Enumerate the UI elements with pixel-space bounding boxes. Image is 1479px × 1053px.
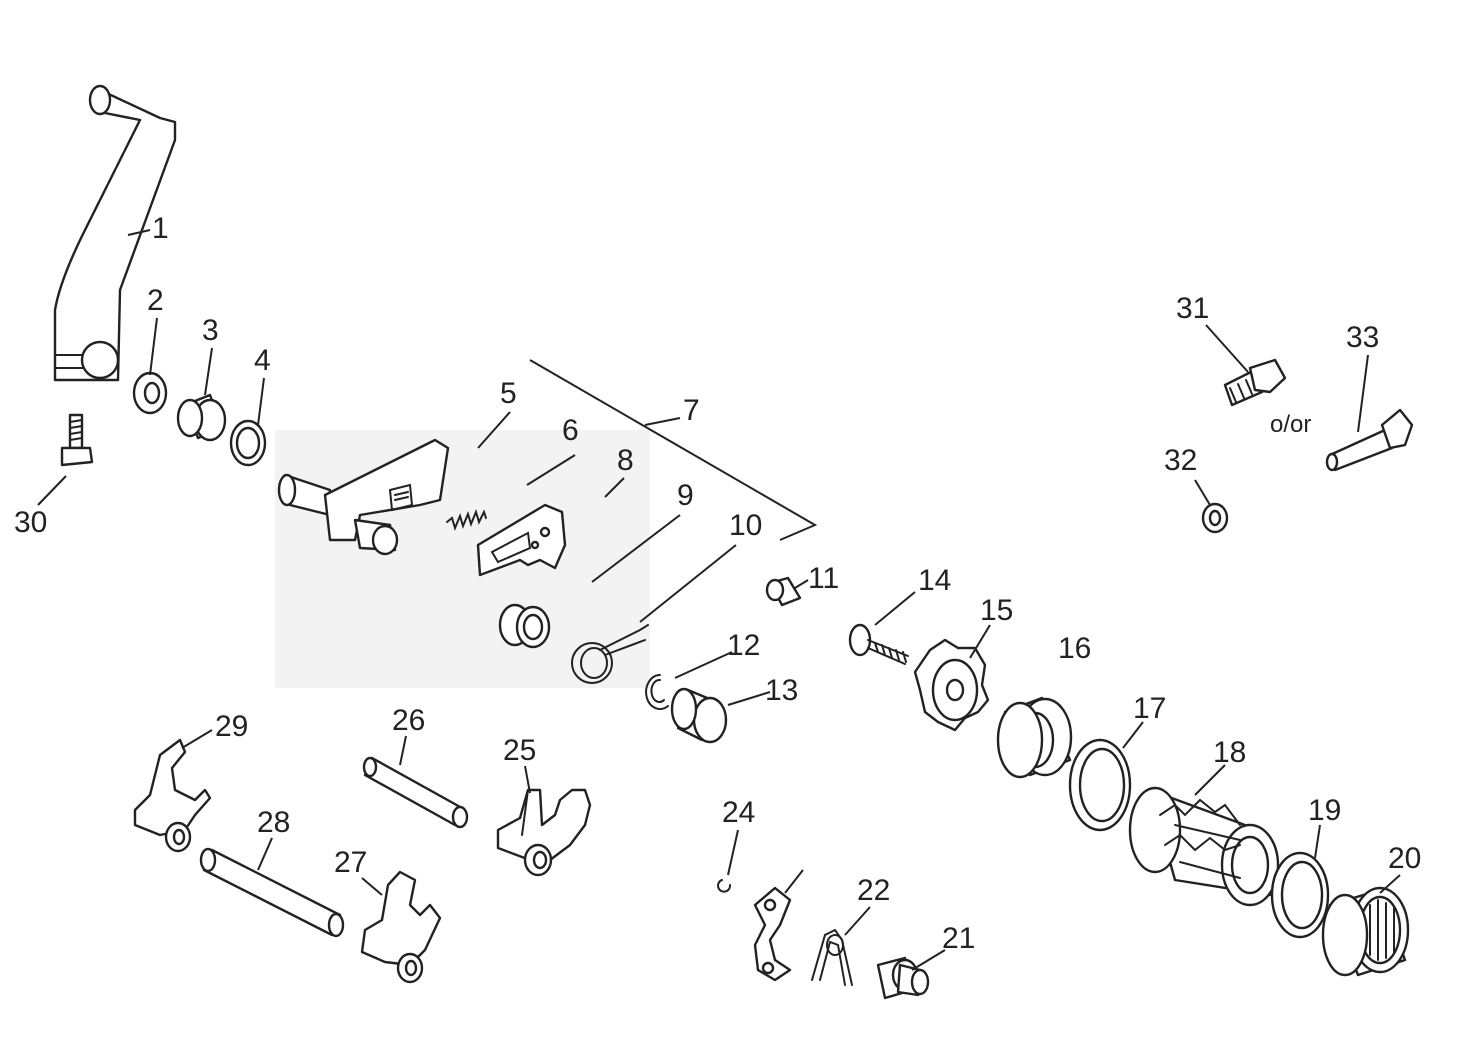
part-26-shaft [362,756,469,829]
callout-20: 20 [1388,842,1421,875]
part-27-shift-fork [360,870,442,984]
leader-lines [37,229,1401,971]
assembly-shading [275,430,650,688]
part-9-collar [498,603,551,649]
callout-13: 13 [765,674,798,707]
callout-17: 17 [1133,692,1166,725]
callout-27: 27 [334,846,367,879]
part-23-detent-lever [753,886,792,982]
callout-21: 21 [942,922,975,955]
part-22-spring [811,928,853,986]
callout-5: 5 [500,377,517,410]
callout-31: 31 [1176,292,1209,325]
part-16-bearing [996,696,1073,779]
part-13-bushing [670,687,728,744]
callout-4: 4 [254,344,271,377]
part-20-needle-bearing [1321,886,1410,977]
callout-19: 19 [1308,794,1341,827]
part-21-bolt [876,956,930,1000]
part-30-bolt [60,413,94,467]
callout-9: 9 [677,479,694,512]
part-6-spring [446,509,487,531]
part-17-shim [1068,738,1132,832]
part-5-shift-shaft [277,438,450,556]
callout-14: 14 [918,564,951,597]
callout-30: 30 [14,506,47,539]
callout-8: 8 [617,444,634,477]
callout-labels: 1 2 3 4 5 6 7 8 9 10 11 12 13 14 15 16 1… [14,212,1421,955]
part-32-washer [1201,502,1229,534]
part-28-shaft [199,847,345,938]
callout-10: 10 [729,509,762,542]
callout-18: 18 [1213,736,1246,769]
callout-22: 22 [857,874,890,907]
part-3-bushing [176,393,227,442]
callout-29: 29 [215,710,248,743]
callout-3: 3 [202,314,219,347]
part-33-bolt [1325,408,1414,472]
part-19-shim [1270,851,1330,939]
callout-7: 7 [683,394,700,427]
callout-12: 12 [727,629,760,662]
callout-28: 28 [257,806,290,839]
part-18-shift-drum [1128,786,1280,907]
callout-33: 33 [1346,321,1379,354]
part-15-shift-cam [913,638,990,732]
callout-11: 11 [808,562,839,595]
callout-32: 32 [1164,444,1197,477]
part-12-circlip [645,674,669,710]
callout-15: 15 [980,594,1013,627]
part-29-shift-fork [133,738,212,853]
alternative-label: o/or [1270,411,1311,438]
part-2-washer [132,371,168,415]
callout-2: 2 [147,284,164,317]
part-8-pawl [476,503,567,577]
part-24-clip [717,879,732,893]
part-11-plug [765,576,802,607]
part-25-shift-fork [496,788,592,877]
callout-6: 6 [562,414,579,447]
callout-1: 1 [152,212,169,245]
callout-24: 24 [722,796,755,829]
part-1-shift-lever [53,84,177,382]
part-4-seal-ring [229,419,267,467]
part-14-screw [848,623,909,665]
part-31-bolt [1223,358,1287,407]
callout-25: 25 [503,734,536,767]
callout-26: 26 [392,704,425,737]
callout-16: 16 [1058,632,1091,665]
part-10-torsion-spring [571,624,649,684]
